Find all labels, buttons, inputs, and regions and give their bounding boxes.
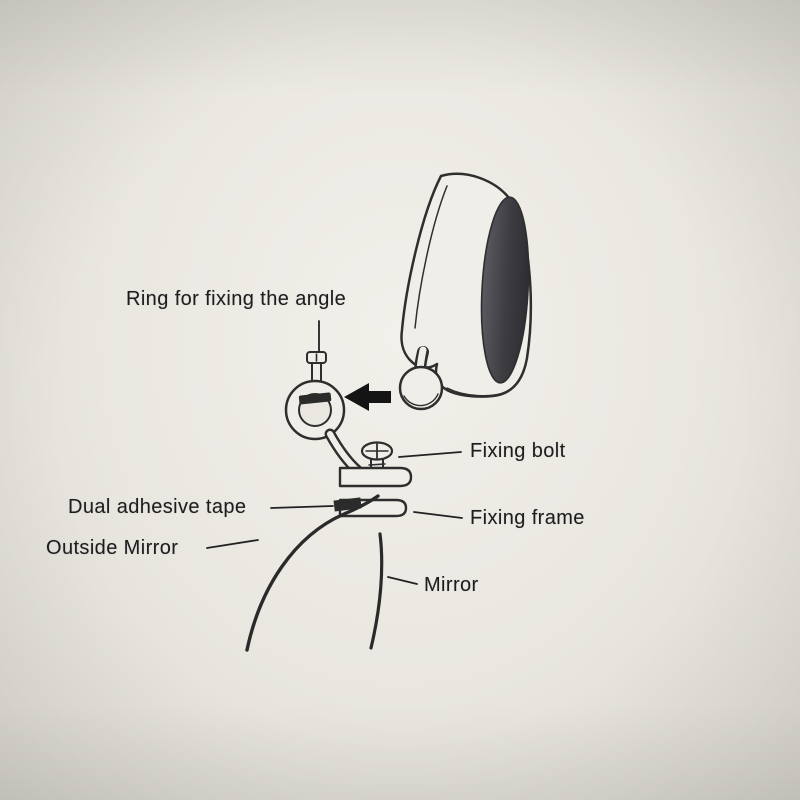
outside-mirror-edge (245, 494, 380, 652)
leader-lines (206, 320, 463, 585)
insert-arrow (344, 383, 391, 411)
label-dual-adhesive-tape: Dual adhesive tape (68, 496, 247, 518)
clamp-arm-fill (327, 431, 360, 473)
ball-joint-shading (403, 393, 439, 407)
leader-outside-mirror (206, 539, 259, 549)
leader-fixing-frame (413, 511, 463, 519)
mirror-head-graphic (398, 172, 532, 411)
ring-clamp-bar (298, 392, 332, 405)
ring-clamp-graphic (284, 351, 363, 476)
mirror-edge (369, 532, 384, 650)
housing-contour-line (414, 185, 448, 329)
label-fixing-bolt: Fixing bolt (470, 440, 566, 462)
fixing-frame-graphic (333, 466, 413, 518)
mirror-head-glass (480, 196, 530, 384)
frame-top-plate (338, 466, 413, 488)
label-fixing-frame: Fixing frame (470, 507, 585, 529)
label-outside-mirror: Outside Mirror (46, 537, 179, 559)
label-mirror: Mirror (424, 574, 479, 596)
leader-adhesive-tape (270, 505, 334, 509)
label-ring-for-fixing-angle: Ring for fixing the angle (126, 288, 347, 310)
leader-mirror (387, 576, 418, 585)
ball-joint (398, 365, 444, 411)
housing-bottom-contour (446, 387, 507, 397)
leader-fixing-bolt (398, 451, 462, 458)
